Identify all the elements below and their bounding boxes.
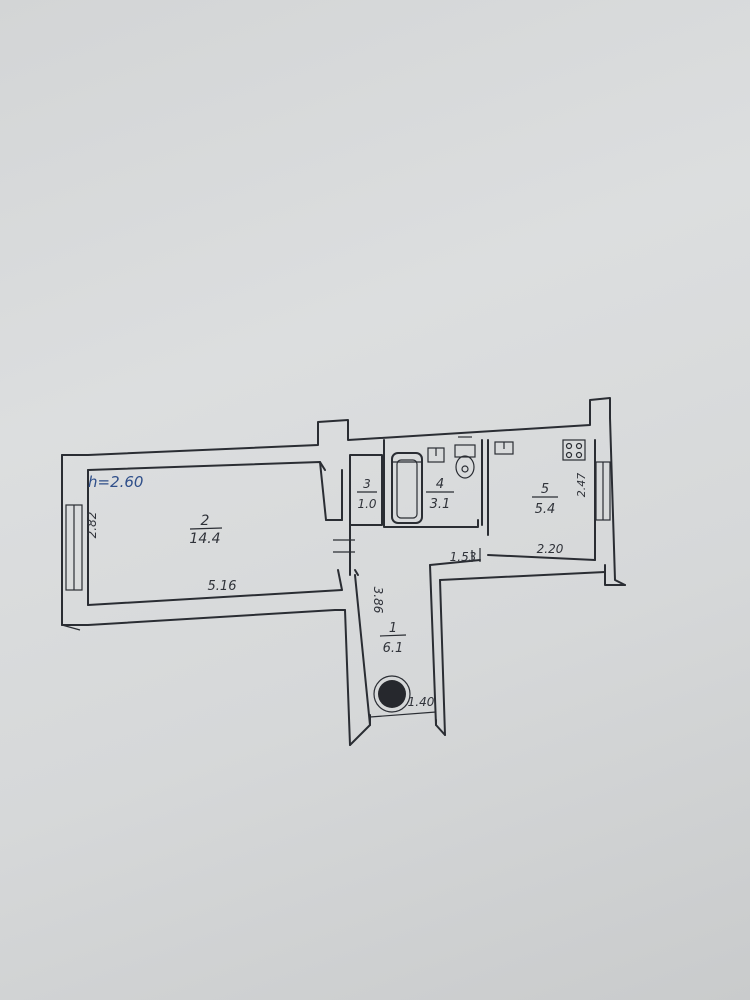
- stove-icon: [562, 439, 586, 461]
- room-3-number: 3: [363, 477, 371, 491]
- room-5-number: 5: [541, 482, 549, 497]
- room-3-walls: [349, 454, 383, 576]
- room-5-area: 5.4: [535, 502, 556, 517]
- room-4-area: 3.1: [430, 497, 451, 512]
- room-1-walls: [344, 564, 606, 746]
- boiler-icon: [378, 680, 406, 708]
- bathtub-icon: [391, 452, 423, 524]
- dim-hall-length: 3.86: [371, 587, 385, 614]
- dim-room2-width: 5.16: [208, 579, 237, 594]
- partition-walls: [319, 461, 359, 591]
- room-2-number: 2: [201, 513, 210, 529]
- dim-kitchen-opening: 1.53: [450, 550, 477, 564]
- ceiling-height-label: h=2.60: [88, 473, 143, 491]
- dim-hall-width: 1.40: [408, 695, 435, 709]
- dim-room2-depth: 2.82: [85, 512, 99, 539]
- room-3-area: 1.0: [357, 497, 376, 511]
- room-2-area: 14.4: [189, 531, 220, 547]
- room-1-area: 6.1: [383, 641, 404, 656]
- room-4-number: 4: [436, 477, 444, 492]
- room-2-walls: [61, 397, 611, 631]
- room-1-number: 1: [389, 621, 397, 636]
- toilet-icon: [454, 444, 476, 479]
- dim-kitchen-depth: 2.47: [575, 473, 588, 498]
- room-5-walls: [429, 417, 626, 586]
- dim-kitchen-width: 2.20: [537, 542, 564, 556]
- room-4-walls: [383, 436, 483, 528]
